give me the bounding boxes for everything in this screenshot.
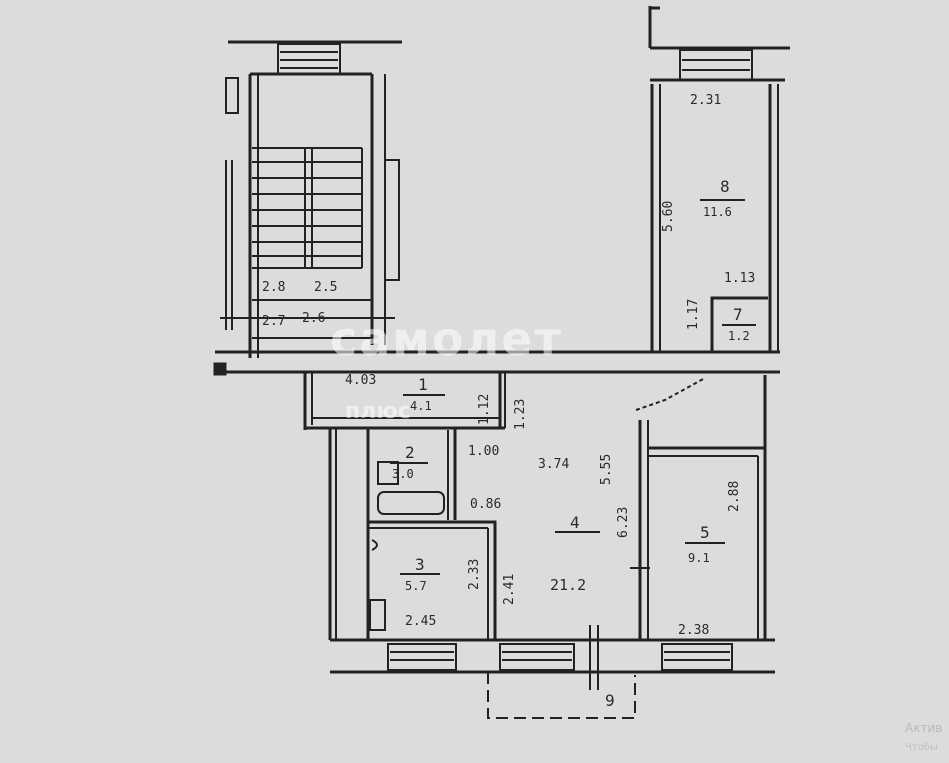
area-fraction-lines — [390, 199, 756, 575]
dim-2-5: 2.5 — [314, 280, 337, 295]
room-7-number: 7 — [733, 305, 743, 324]
dim-2-31: 2.31 — [690, 93, 721, 108]
room-9-number: 9 — [605, 691, 615, 710]
activation-text-2: Чтобы — [905, 742, 938, 753]
dim-2-88: 2.88 — [727, 481, 742, 512]
room-4-number: 4 — [570, 513, 580, 532]
dim-1-13: 1.13 — [724, 271, 755, 286]
room-8-area: 11.6 — [703, 205, 732, 219]
corridor-walls — [213, 350, 780, 430]
dim-5-55: 5.55 — [599, 454, 614, 485]
dim-2-41: 2.41 — [502, 574, 517, 605]
apartment-walls — [328, 375, 775, 690]
watermark-sub: плюс — [345, 399, 411, 424]
dim-5-60: 5.60 — [661, 201, 676, 232]
room-5-number: 5 — [700, 523, 710, 542]
dim-1-12: 1.12 — [477, 394, 492, 425]
activation-text-1: Актив — [905, 721, 942, 735]
room-4-area: 21.2 — [550, 576, 586, 594]
dim-2-33: 2.33 — [467, 559, 482, 590]
dim-2-45: 2.45 — [405, 614, 436, 629]
dim-2-8: 2.8 — [262, 280, 285, 295]
dim-1-00: 1.00 — [468, 444, 499, 459]
room-2-area: 3.0 — [392, 467, 414, 481]
dim-4-03: 4.03 — [345, 373, 376, 388]
room-7-area: 1.2 — [728, 329, 750, 343]
dim-6-23: 6.23 — [616, 507, 631, 538]
dim-0-86: 0.86 — [470, 497, 501, 512]
room-1-area: 4.1 — [410, 399, 432, 413]
staircase — [220, 40, 402, 358]
watermark-main: самолет — [330, 312, 563, 366]
dim-2-38: 2.38 — [678, 623, 709, 638]
room-8-walls — [648, 6, 790, 352]
room-5-area: 9.1 — [688, 551, 710, 565]
room-1-number: 1 — [418, 375, 428, 394]
room-2-number: 2 — [405, 443, 415, 462]
room-3-number: 3 — [415, 555, 425, 574]
dim-1-23: 1.23 — [513, 399, 528, 430]
room-3-area: 5.7 — [405, 579, 427, 593]
dim-3-74: 3.74 — [538, 457, 569, 472]
balcony-9 — [487, 672, 636, 719]
dim-2-7: 2.7 — [262, 314, 285, 329]
dim-1-17: 1.17 — [686, 299, 701, 330]
room-8-number: 8 — [720, 177, 730, 196]
dim-2-6: 2.6 — [302, 311, 325, 326]
